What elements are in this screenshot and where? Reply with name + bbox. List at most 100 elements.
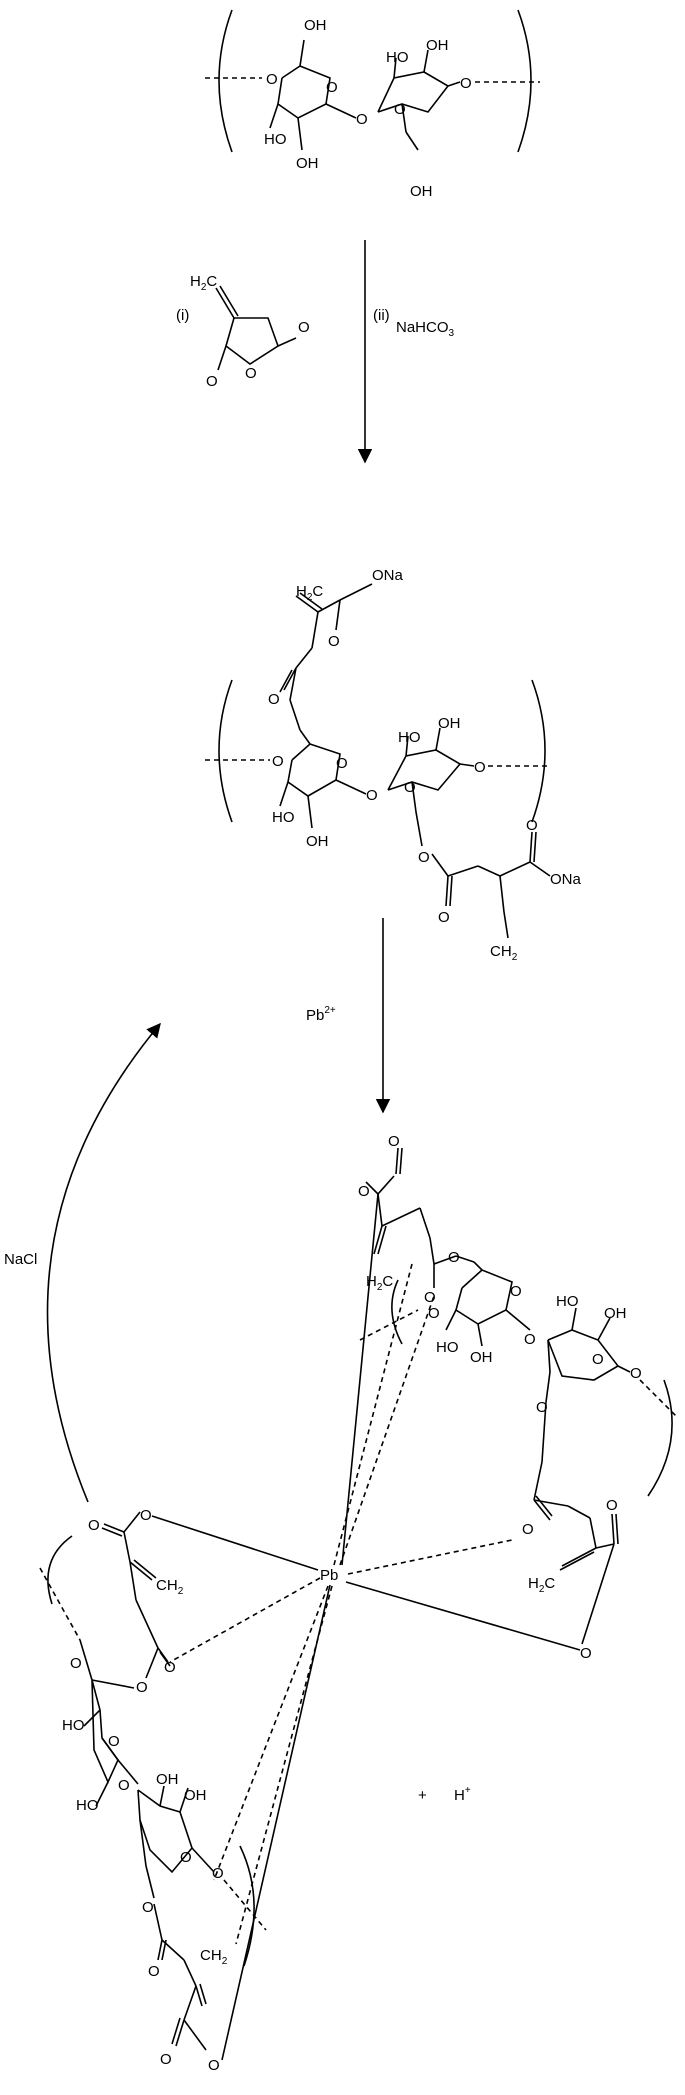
atom-h2c: H2C <box>366 1273 393 1293</box>
atom-o: O <box>136 1679 148 1696</box>
atom-o: O <box>536 1399 548 1416</box>
atom-oh: OH <box>604 1305 627 1322</box>
regeneration-arrow <box>46 1022 161 1503</box>
coordination-bond-dashed <box>235 1585 333 1945</box>
regeneration-step: NaCl <box>4 1022 161 1503</box>
atom-h: H <box>190 273 201 290</box>
atom-c: C <box>544 1575 555 1592</box>
atom-ho: HO <box>62 1717 85 1734</box>
itaconic-anhydride: H2C O O O <box>190 273 310 390</box>
ch2-subscript: 2 <box>539 1584 545 1595</box>
atom-o: O <box>180 1849 192 1866</box>
atom-o: O <box>510 1283 522 1300</box>
atom-o: O <box>328 633 340 650</box>
atom-c: C <box>382 1273 393 1290</box>
coordination-bond <box>151 1515 319 1571</box>
coordination-bond <box>221 1584 331 2061</box>
ch2-subscript: 2 <box>307 592 313 603</box>
atom-oh: OH <box>304 17 327 34</box>
adsorption-step: Pb2+ <box>306 918 391 1114</box>
upper-fragment: O O H2C O O O O HO OH O HO <box>358 1133 679 1662</box>
chain-link-left <box>39 1567 81 1641</box>
atom-o: O <box>592 1351 604 1368</box>
atom-o: O <box>474 759 486 776</box>
atom-o: O <box>336 755 348 772</box>
ch2-subscript: 2 <box>201 282 207 293</box>
atom-ona: ONa <box>550 871 582 888</box>
atom-oh: OH <box>156 1771 179 1788</box>
atom-oh: OH <box>410 183 433 200</box>
pb-center: Pb <box>320 1567 338 1584</box>
atom-ho: HO <box>76 1797 99 1814</box>
proton-charge: + <box>465 1785 471 1796</box>
atom-h: H <box>167 1577 178 1594</box>
atom-o: O <box>394 101 406 118</box>
atom-ona: ONa <box>372 567 404 584</box>
esterification-step: (i) (ii) NaHCO3 H2C O O O <box>176 240 455 464</box>
atom-oh: OH <box>306 833 329 850</box>
pb-ion: Pb <box>306 1007 324 1024</box>
proton-label: H+ <box>454 1785 471 1804</box>
ch2-subscript: 2 <box>377 1282 383 1293</box>
step2-label: (ii) <box>373 307 390 324</box>
chain-link-right <box>223 1879 267 1931</box>
atom-o: O <box>206 373 218 390</box>
atom-o: O <box>266 71 278 88</box>
atom-o: O <box>70 1655 82 1672</box>
right-bracket <box>517 9 532 153</box>
lead-complex: O O H2C O O O O HO OH O HO <box>39 1133 679 2074</box>
atom-o: O <box>448 1249 460 1266</box>
ch2-subscript: 2 <box>178 1586 184 1597</box>
atom-ho: HO <box>436 1339 459 1356</box>
coordination-bond-dashed <box>169 1577 321 1663</box>
pb-charge: 2+ <box>324 1005 336 1016</box>
right-bracket <box>647 1379 673 1497</box>
atom-ho: HO <box>398 729 421 746</box>
coordination-bond-dashed <box>333 1263 413 1566</box>
nahco3-subscript: 3 <box>449 328 455 339</box>
atom-ch2: CH2 <box>490 943 518 963</box>
atom-c: C <box>206 273 217 290</box>
atom-oh: OH <box>438 715 461 732</box>
atom-h: H <box>528 1575 539 1592</box>
atom-ho: HO <box>386 49 409 66</box>
atom-o: O <box>522 1521 534 1538</box>
atom-h: H <box>296 583 307 600</box>
coordination-bond <box>341 1193 379 1566</box>
atom-c: C <box>490 943 501 960</box>
left-bracket <box>218 9 233 153</box>
atom-ho: HO <box>272 809 295 826</box>
atom-o: O <box>245 365 257 382</box>
atom-ho: HO <box>264 131 287 148</box>
atom-o: O <box>272 753 284 770</box>
ch2-subscript: 2 <box>512 952 518 963</box>
atom-oh: OH <box>470 1349 493 1366</box>
cellulose-repeat-unit: O OH HO O OH O HO OH O O OH <box>205 9 540 200</box>
atom-c: C <box>156 1577 167 1594</box>
atom-o: O <box>164 1659 176 1676</box>
chain-link-left <box>359 1309 419 1341</box>
atom-o: O <box>108 1733 120 1750</box>
atom-h2c: H2C <box>190 273 217 293</box>
coordination-bond-dashed <box>347 1539 513 1575</box>
step1-label: (i) <box>176 307 189 324</box>
atom-o: O <box>526 817 538 834</box>
atom-o: O <box>160 2051 172 2068</box>
atom-ch2: CH2 <box>200 1947 228 1967</box>
atom-o: O <box>298 319 310 336</box>
atom-o: O <box>148 1963 160 1980</box>
right-bracket <box>531 679 546 823</box>
atom-o: O <box>424 1289 436 1306</box>
atom-o: O <box>118 1777 130 1794</box>
atom-ho: HO <box>556 1293 579 1310</box>
atom-o: O <box>524 1331 536 1348</box>
atom-h2c: H2C <box>296 583 323 603</box>
atom-o: O <box>208 2057 220 2074</box>
ring-a <box>277 65 331 119</box>
atom-o: O <box>438 909 450 926</box>
atom-o: O <box>212 1865 224 1882</box>
atom-o: O <box>366 787 378 804</box>
atom-o: O <box>358 1183 370 1200</box>
atom-o: O <box>268 691 280 708</box>
nacl-label: NaCl <box>4 1251 37 1268</box>
